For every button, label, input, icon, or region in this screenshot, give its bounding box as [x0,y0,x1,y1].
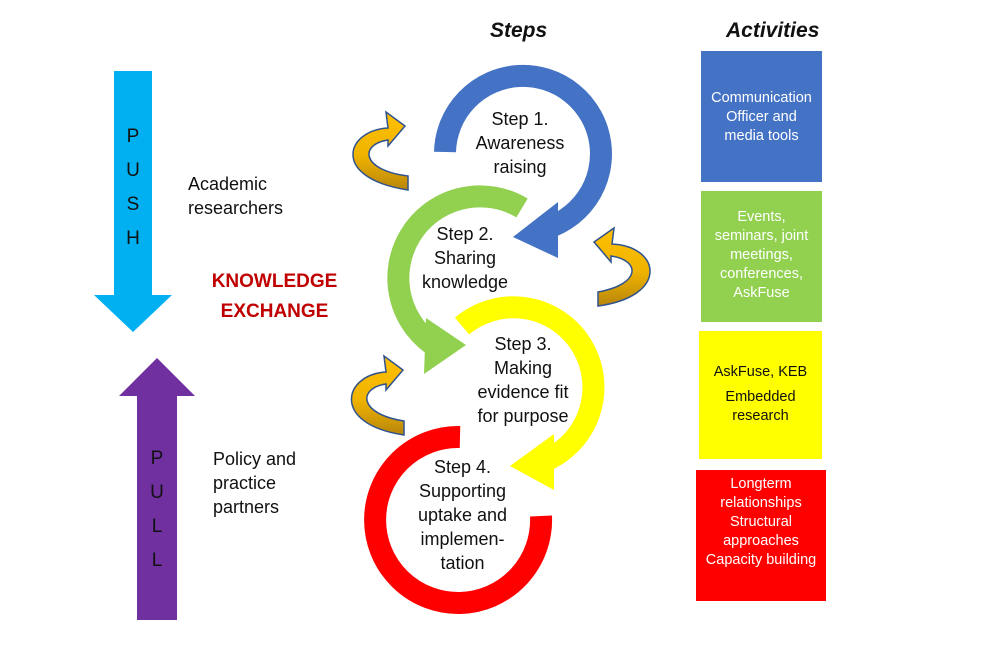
activity-line: Events, [737,209,786,225]
step-line: Supporting [418,481,507,501]
step-line: Step 2. [436,224,494,244]
activity-line: Officer and [726,109,797,125]
step-2-label: Step 2. Sharing knowledge [405,222,525,294]
activity-line: Longterm [730,476,792,492]
step-4-ring [364,425,553,614]
push-letters: P U S H [124,120,142,256]
step-line: uptake and [417,505,508,525]
step-line: raising [493,157,547,177]
step-3-ring [454,296,605,490]
activity-line: media tools [724,128,799,144]
activity-line: research [732,408,789,424]
ke-line: EXCHANGE [220,301,329,322]
activities-header: Activities [726,19,820,42]
push-letter: P [126,126,140,147]
step-1-ring [434,64,612,258]
step-line: knowledge [421,272,509,292]
knowledge-exchange-label: KNOWLEDGE EXCHANGE [192,267,357,327]
activity-4-text: Longterm relationships Structural approa… [696,470,826,601]
activity-line: conferences, [719,266,804,282]
push-letter: U [126,160,140,181]
activity-box-4 [696,470,826,601]
step-2-ring [387,185,528,374]
activity-box-3 [699,331,822,459]
activity-line: Embedded [725,389,796,405]
activity-1-text: Communication Officer and media tools [701,51,822,182]
curved-arrow-bottom-left [350,354,405,436]
label-line: practice [213,473,277,493]
step-line: for purpose [477,406,569,426]
activity-2-text: Events, seminars, joint meetings, confer… [701,191,822,322]
activity-line: relationships [720,495,802,511]
step-1-label: Step 1. Awareness raising [455,107,585,179]
policy-practice-label: Policy and practice partners [213,447,296,519]
step-line: implemen- [420,529,505,549]
activity-line: Capacity building [705,552,817,568]
step-line: Awareness [475,133,565,153]
step-line: Sharing [433,248,497,268]
push-arrow [94,71,172,332]
activity-line: AskFuse, KEB [713,364,808,380]
activity-3-text: AskFuse, KEB Embedded research [699,331,822,459]
step-3-label: Step 3. Making evidence fit for purpose [458,332,588,428]
pull-arrow [119,358,195,620]
activity-box-1 [701,51,822,182]
step-line: Making [493,358,553,378]
label-line: Academic [188,174,268,194]
label-line: Policy and [213,449,297,469]
curved-arrow-right [592,226,651,307]
activity-box-2 [701,191,822,322]
curved-arrow-top-left [352,110,409,191]
activity-line: approaches [723,533,799,549]
step-line: evidence fit [477,382,569,402]
step-line: Step 4. [433,457,492,477]
step-line: tation [440,553,485,573]
steps-header: Steps [490,19,548,42]
activity-line: Communication [711,90,812,106]
activity-line: AskFuse [733,285,790,301]
pull-letter: L [151,550,163,571]
step-line: Step 3. [494,334,552,354]
activity-line: Structural [729,514,793,530]
pull-letter: P [150,448,164,469]
push-letter: S [126,194,140,215]
step-4-label: Step 4. Supporting uptake and implemen- … [400,455,525,575]
ke-line: KNOWLEDGE [211,271,338,292]
label-line: researchers [188,198,284,218]
pull-letter: U [150,482,164,503]
pull-letter: L [151,516,163,537]
step-line: Step 1. [491,109,549,129]
label-line: partners [213,497,280,517]
pull-letters: P U L L [148,442,166,578]
push-letter: H [126,228,140,249]
academic-researchers-label: Academic researchers [188,172,283,220]
activity-line: meetings, [730,247,793,263]
activity-line: seminars, joint [714,228,809,244]
